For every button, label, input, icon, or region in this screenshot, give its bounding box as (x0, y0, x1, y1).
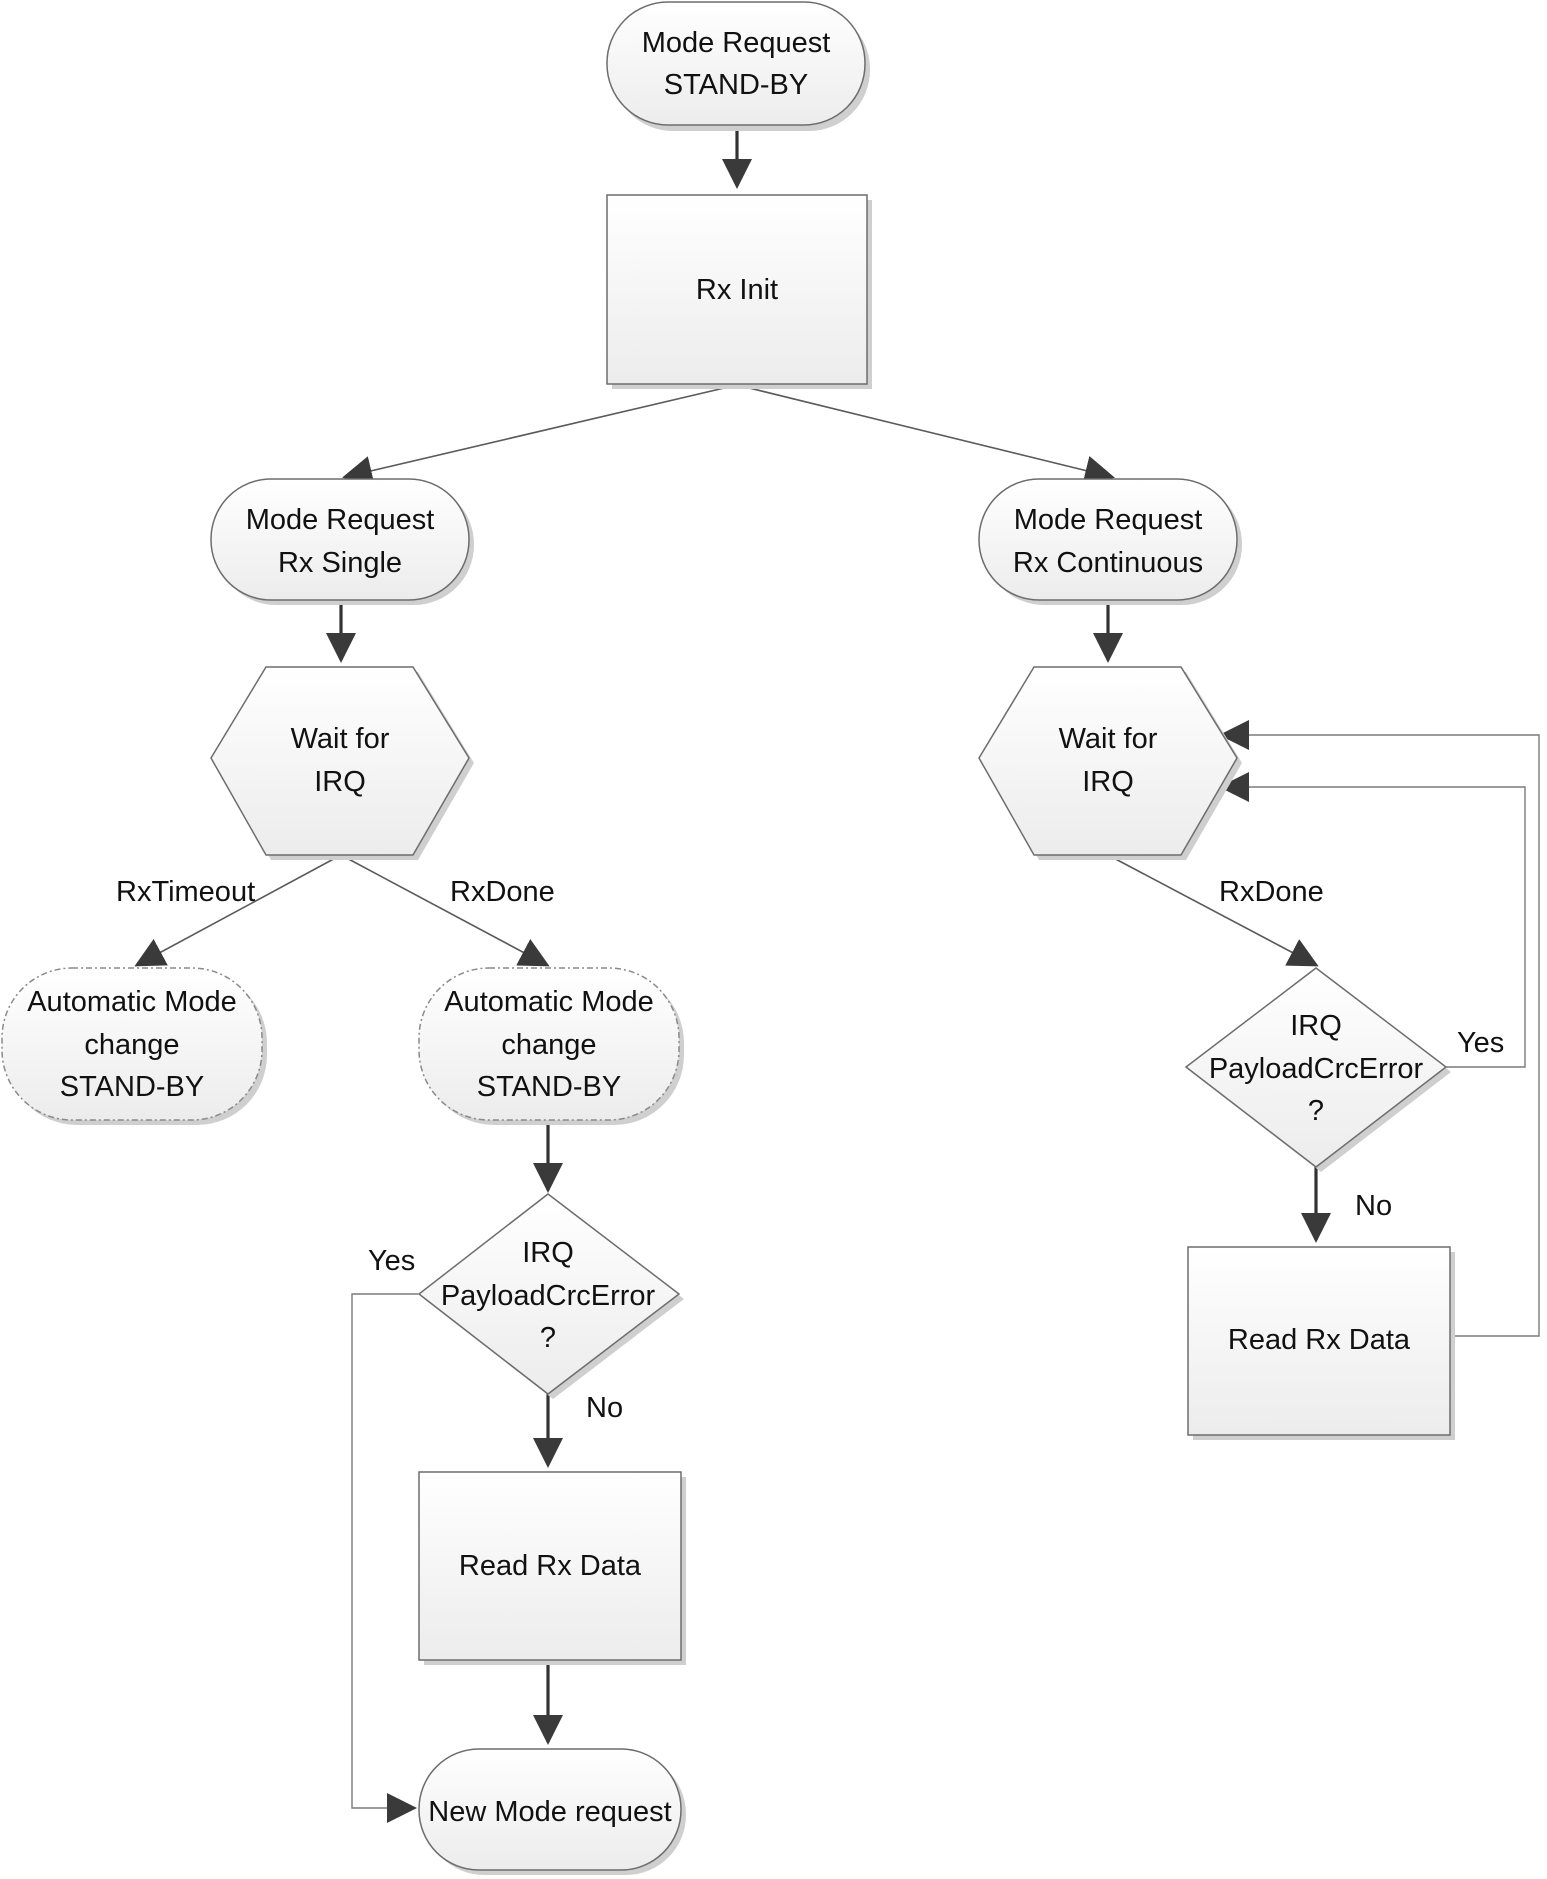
node-mode-request-rx-single: Mode Request Rx Single (210, 478, 474, 605)
node-label: STAND-BY (477, 1071, 621, 1103)
node-label: IRQ (314, 766, 366, 798)
node-label: Mode Request (246, 504, 435, 536)
edge-label-rxdone-right: RxDone (1219, 876, 1324, 908)
node-decision-crc-right: IRQ PayloadCrcError ? (1184, 967, 1451, 1172)
node-label: Wait for (1059, 723, 1158, 755)
edge-waitright-to-crcright (1107, 854, 1319, 967)
node-label: Read Rx Data (1228, 1324, 1411, 1356)
node-label: IRQ (1082, 766, 1134, 798)
edge-rxinit-to-rxsingle (342, 384, 738, 486)
edge-label-yes-right: Yes (1457, 1027, 1504, 1059)
edge-label-no-right: No (1355, 1190, 1392, 1222)
edge-rxinit-to-rxcontinuous (736, 384, 1115, 486)
node-wait-for-irq-left: Wait for IRQ (210, 666, 474, 860)
nodes: Mode Request STAND-BY Rx Init Mode Reque… (1, 1, 1455, 1875)
node-label: change (501, 1029, 596, 1061)
node-label: PayloadCrcError (1209, 1053, 1424, 1085)
edge-label-no-left: No (586, 1392, 623, 1424)
node-mode-request-standby: Mode Request STAND-BY (606, 1, 870, 131)
node-mode-request-rx-continuous: Mode Request Rx Continuous (978, 478, 1242, 605)
node-label: IRQ (1290, 1010, 1342, 1042)
edge-label-rxtimeout: RxTimeout (116, 876, 255, 908)
edge-waitleft-to-autodone (340, 854, 550, 967)
node-read-rx-data-left: Read Rx Data (418, 1471, 686, 1665)
node-label: PayloadCrcError (441, 1280, 656, 1312)
node-label: New Mode request (428, 1796, 671, 1828)
node-automatic-mode-change-timeout: Automatic Mode change STAND-BY (1, 967, 267, 1125)
node-wait-for-irq-right: Wait for IRQ (978, 666, 1242, 860)
node-label: change (84, 1029, 179, 1061)
node-label: Rx Init (696, 274, 778, 306)
node-automatic-mode-change-done: Automatic Mode change STAND-BY (418, 967, 684, 1125)
node-new-mode-request: New Mode request (418, 1748, 686, 1875)
edge-readright-to-waitright (1219, 720, 1540, 1337)
node-label: Automatic Mode (444, 986, 654, 1018)
node-read-rx-data-right: Read Rx Data (1187, 1246, 1455, 1440)
edge-label-rxdone-left: RxDone (450, 876, 555, 908)
edge-waitleft-to-autotimeout (134, 854, 342, 967)
node-label: Rx Single (278, 547, 402, 579)
edge-label-yes-left: Yes (368, 1245, 415, 1277)
node-label: STAND-BY (60, 1071, 204, 1103)
node-label: Mode Request (1014, 504, 1203, 536)
node-rx-init: Rx Init (606, 194, 872, 389)
node-label: Read Rx Data (459, 1550, 642, 1582)
edge-crcleft-yes-to-newmode (351, 1293, 418, 1823)
node-label: Rx Continuous (1013, 547, 1203, 579)
node-label: IRQ (522, 1237, 574, 1269)
node-decision-crc-left: IRQ PayloadCrcError ? (417, 1193, 684, 1399)
node-label: Wait for (291, 723, 390, 755)
node-label: ? (1308, 1095, 1324, 1127)
node-label: STAND-BY (664, 69, 808, 101)
node-label: ? (540, 1322, 556, 1354)
edge-labels: RxTimeout RxDone RxDone Yes No Yes No (116, 876, 1504, 1424)
node-label: Mode Request (642, 27, 831, 59)
edges (134, 124, 1540, 1823)
edge-crcright-yes-to-waitright (1219, 772, 1526, 1068)
node-label: Automatic Mode (27, 986, 237, 1018)
